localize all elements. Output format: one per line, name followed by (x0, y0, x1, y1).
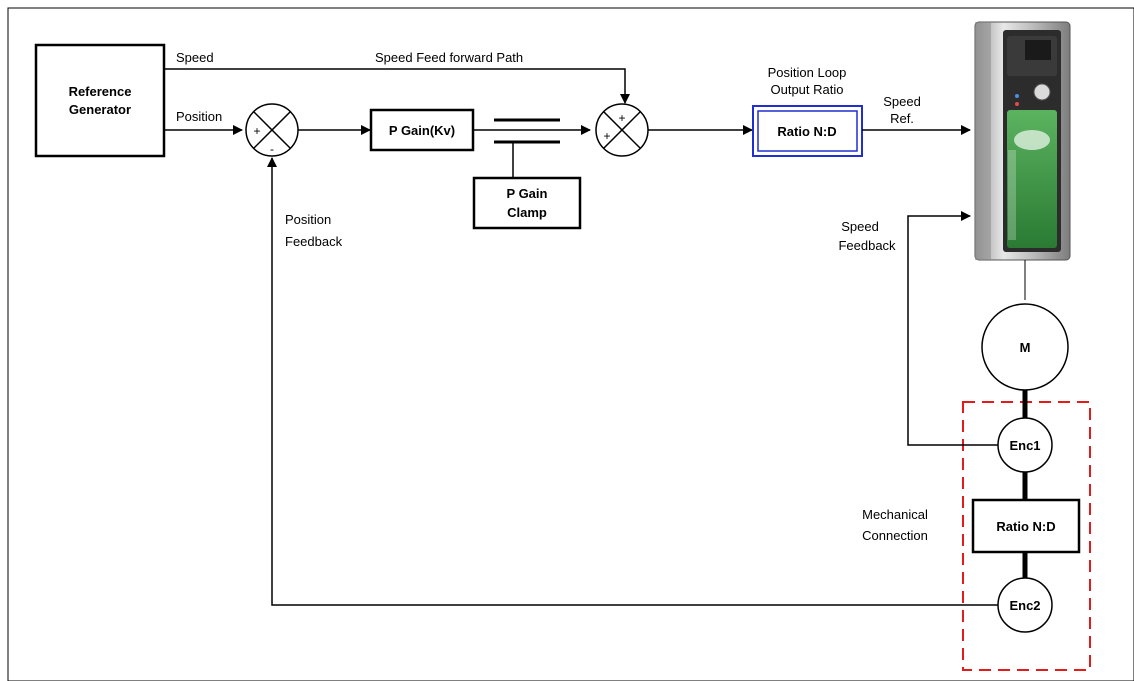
junction-1-plus: + (253, 124, 260, 138)
speed-ref-line: Speed Ref. (862, 94, 971, 135)
position-loop-line-1: Position Loop (768, 65, 847, 80)
position-label: Position (176, 109, 222, 124)
summing-junction-1: + - (245, 103, 299, 157)
page-border (7, 7, 1134, 681)
speed-feedback-line: Speed Feedback (838, 211, 998, 446)
reference-generator-line-1: Reference (69, 84, 132, 99)
speed-ref-line-1: Speed (883, 94, 921, 109)
speed-label: Speed (176, 50, 214, 65)
position-loop-line-2: Output Ratio (771, 82, 844, 97)
junction-2-plus-left: + (603, 129, 610, 143)
encoder-2: Enc2 (997, 577, 1053, 633)
encoder-1-label: Enc1 (1009, 438, 1040, 453)
p-gain-clamp-block: P Gain Clamp (472, 176, 582, 230)
position-loop-output-ratio-block: Position Loop Output Ratio Ratio N:D (752, 65, 863, 157)
ratio-output-label: Ratio N:D (777, 124, 836, 139)
p-gain-label: P Gain(Kv) (389, 123, 455, 138)
position-feedback-line: Position Feedback (267, 157, 998, 606)
mechanical-connection-line-2: Connection (862, 528, 928, 543)
position-feedback-line-2: Feedback (285, 234, 343, 249)
speed-feedback-line-2: Feedback (838, 238, 896, 253)
p-gain-block: P Gain(Kv) (369, 108, 475, 152)
p-gain-clamp-line-1: P Gain (507, 186, 548, 201)
junction-2-plus-top: + (618, 111, 625, 125)
encoder-1: Enc1 (997, 417, 1053, 473)
position-feedback-line-1: Position (285, 212, 331, 227)
junction-1-minus: - (270, 142, 274, 156)
speed-feedforward-path: Speed Speed Feed forward Path (164, 50, 630, 104)
ratio-mechanical-label: Ratio N:D (996, 519, 1055, 534)
speed-feedback-line-1: Speed (841, 219, 879, 234)
summing-junction-2: + + (595, 103, 649, 157)
speed-feedforward-label: Speed Feed forward Path (375, 50, 523, 65)
mechanical-connection-line-1: Mechanical (862, 507, 928, 522)
position-reference-line: Position (164, 109, 243, 135)
motor: M (981, 303, 1069, 391)
p-gain-clamp-line-2: Clamp (507, 205, 547, 220)
mechanical-ratio-block: Ratio N:D (971, 498, 1081, 554)
drive-unit-image (974, 21, 1071, 300)
reference-generator-line-2: Generator (69, 102, 131, 117)
motor-label: M (1020, 340, 1031, 355)
clamp-symbol (473, 118, 591, 178)
speed-ref-line-2: Ref. (890, 111, 914, 126)
reference-generator-block: Reference Generator (34, 43, 166, 158)
encoder-2-label: Enc2 (1009, 598, 1040, 613)
